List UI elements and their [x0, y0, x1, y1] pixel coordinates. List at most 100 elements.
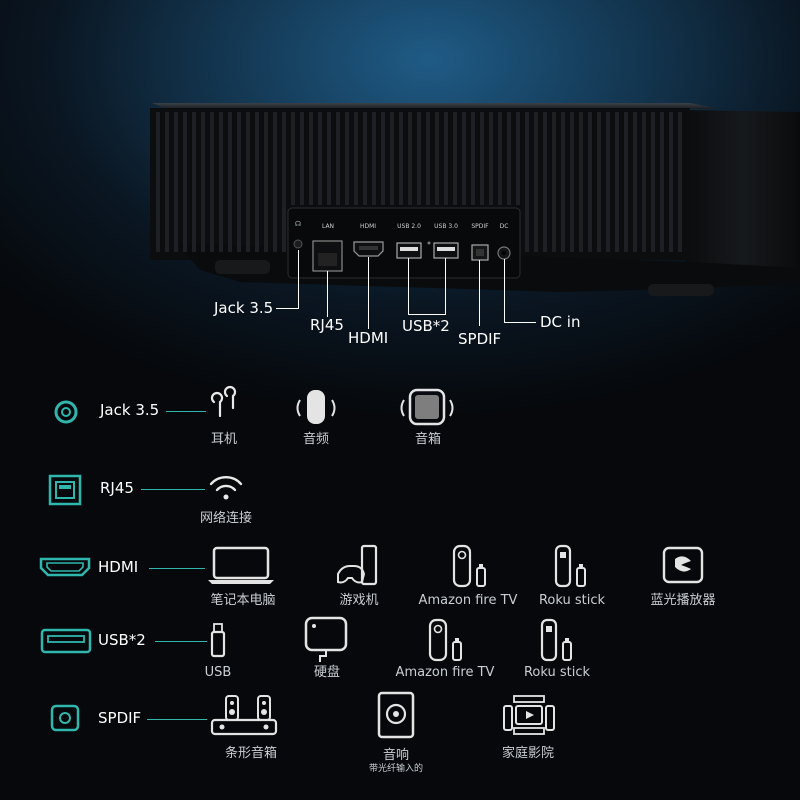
callout-line-usb2	[445, 258, 446, 314]
callout-line-rj45	[327, 271, 328, 317]
item-caption-firetv: Amazon fire TV	[418, 593, 518, 608]
callout-line-spdif	[479, 260, 480, 326]
vent-slat	[633, 112, 637, 252]
callout-spdif: SPDIF	[458, 330, 502, 348]
item-caption-firetv-2: Amazon fire TV	[395, 665, 495, 680]
row-line-usb	[155, 641, 207, 642]
callout-jack: Jack 3.5	[214, 299, 274, 317]
callout-hdmi: HDMI	[348, 329, 389, 347]
callout-line-dc	[504, 259, 505, 322]
vent-slat	[426, 112, 430, 205]
item-caption-usb: USB	[204, 665, 232, 680]
item-note-optical: 带光纤输入的	[368, 764, 424, 774]
row-line-hdmi	[149, 568, 205, 569]
vent-slat	[381, 112, 385, 205]
fire-tv-remote-icon-2	[428, 618, 462, 662]
smart-speaker-icon	[296, 390, 336, 424]
vent-slat	[588, 112, 592, 252]
vent-slat	[201, 112, 205, 252]
vent-slat	[327, 112, 331, 205]
vent-slat	[300, 112, 304, 205]
row-label-hdmi: HDMI	[98, 558, 139, 576]
usb-stick-icon	[210, 623, 226, 658]
vent-slat	[237, 112, 241, 252]
vent-slat	[453, 112, 457, 205]
vent-slat	[273, 112, 277, 252]
vent-slat	[435, 112, 439, 205]
vent-slat	[372, 112, 376, 205]
item-caption-audio: 音频	[302, 432, 330, 447]
port-label-usb3: USB 3.0	[434, 223, 458, 230]
port-label-lan: LAN	[321, 223, 335, 230]
vent-slat	[399, 112, 403, 205]
row-label-usb: USB*2	[98, 631, 146, 649]
vent-slat	[462, 112, 466, 205]
vent-slat	[345, 112, 349, 205]
item-caption-stereo: 音响	[382, 748, 410, 763]
item-caption-hdd: 硬盘	[313, 665, 341, 680]
projector-illustration: ☊	[150, 103, 800, 296]
vent-slat	[552, 112, 556, 252]
vent-slat	[165, 112, 169, 252]
vent-slat	[561, 112, 565, 252]
row-label-rj45: RJ45	[100, 479, 134, 497]
hard-drive-icon	[304, 616, 348, 662]
vent-slat	[408, 112, 412, 205]
callout-line-usb1	[408, 258, 409, 314]
speaker-box-icon	[400, 388, 454, 426]
vent-slat	[660, 112, 664, 252]
callout-line-dc-h	[504, 322, 536, 323]
item-caption-roku-2: Roku stick	[523, 665, 591, 680]
wifi-icon	[209, 476, 243, 500]
vent-slat	[174, 112, 178, 252]
vent-slat	[489, 112, 493, 205]
item-caption-soundbar: 条形音箱	[224, 746, 278, 761]
callout-line-jack	[298, 250, 299, 308]
svg-text:☊: ☊	[295, 220, 301, 228]
vent-slat	[282, 112, 286, 252]
jack-port-icon	[54, 400, 78, 424]
vent-slat	[651, 112, 655, 252]
rj45-port-icon	[48, 474, 82, 506]
vent-slat	[390, 112, 394, 205]
vent-slat	[363, 112, 367, 205]
roku-remote-icon-2	[540, 618, 572, 662]
item-caption-network: 网络连接	[199, 511, 253, 526]
fire-tv-remote-icon	[452, 544, 486, 588]
vent-slat	[210, 112, 214, 252]
vent-slat	[246, 112, 250, 252]
row-line-jack	[166, 411, 206, 412]
item-caption-bluray: 蓝光播放器	[650, 593, 716, 608]
vent-slat	[192, 112, 196, 252]
row-label-spdif: SPDIF	[98, 709, 142, 727]
row-label-jack: Jack 3.5	[100, 401, 160, 419]
vent-slat	[354, 112, 358, 205]
vent-slat	[228, 112, 232, 252]
vent-slat	[156, 112, 160, 252]
item-caption-earphones: 耳机	[210, 432, 238, 447]
vent-slat	[183, 112, 187, 252]
soundbar-icon	[210, 695, 278, 736]
hdmi-port-icon	[39, 557, 91, 577]
game-console-icon	[337, 544, 378, 586]
callout-line-hdmi	[368, 257, 369, 329]
vent-slat	[336, 112, 340, 205]
home-theater-icon	[503, 695, 555, 735]
vent-slat	[525, 112, 529, 252]
vent-slat	[579, 112, 583, 252]
callout-usb: USB*2	[402, 317, 450, 335]
vent-slat	[309, 112, 313, 205]
vent-slat	[480, 112, 484, 205]
callout-dc: DC in	[540, 313, 581, 331]
vent-slat	[534, 112, 538, 252]
vent-slat	[669, 112, 673, 252]
callout-line-usb-join	[408, 314, 446, 315]
vent-slat	[444, 112, 448, 205]
vent-slat	[597, 112, 601, 252]
vent-slat	[417, 112, 421, 205]
vent-slat	[516, 112, 520, 205]
earphones-icon	[210, 385, 237, 418]
vent-slat	[255, 112, 259, 252]
vent-slat	[507, 112, 511, 205]
